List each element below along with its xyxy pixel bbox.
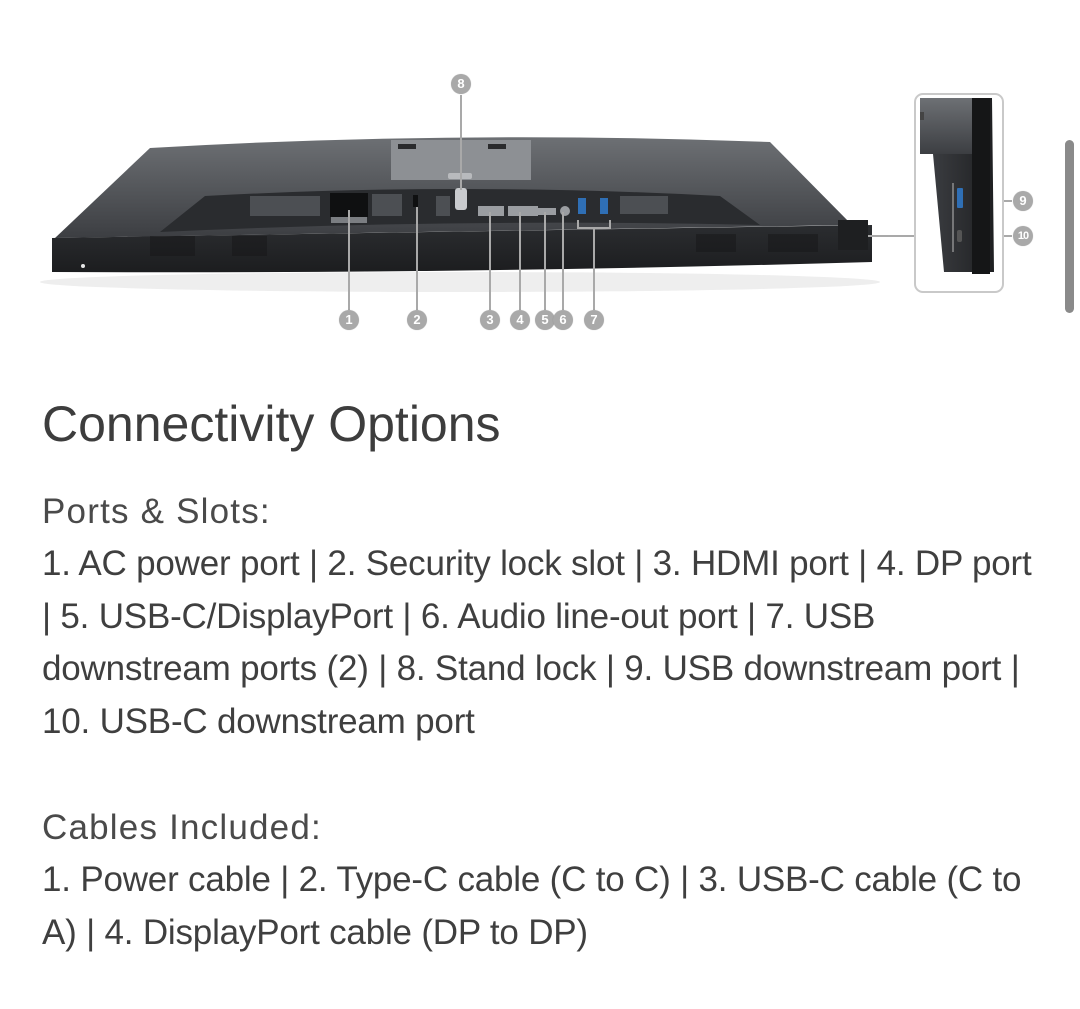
callout-badge-8: 8	[451, 74, 471, 94]
callout-badge-2: 2	[407, 310, 427, 330]
callout-badge-3: 3	[480, 310, 500, 330]
monitor-rear-illustration	[40, 93, 1012, 310]
page-title: Connectivity Options	[42, 396, 501, 452]
ports-slots-section: Ports & Slots: 1. AC power port | 2. Sec…	[42, 486, 1032, 748]
callout-badge-1: 1	[339, 310, 359, 330]
callout-badge-4: 4	[510, 310, 530, 330]
cables-included-list: 1. Power cable | 2. Type-C cable (C to C…	[42, 860, 1022, 952]
callout-badge-7: 7	[584, 310, 604, 330]
ports-slots-list: 1. AC power port | 2. Security lock slot…	[42, 544, 1032, 741]
vertical-scrollbar[interactable]	[1065, 140, 1074, 313]
cables-included-heading: Cables Included:	[42, 808, 322, 847]
callout-badge-6: 6	[553, 310, 573, 330]
callout-badge-10: 10	[1013, 226, 1033, 246]
cables-included-section: Cables Included: 1. Power cable | 2. Typ…	[42, 802, 1032, 959]
callout-badge-5: 5	[535, 310, 555, 330]
ports-slots-heading: Ports & Slots:	[42, 492, 271, 531]
callout-badge-9: 9	[1013, 191, 1033, 211]
connectivity-content: Connectivity Options Ports & Slots: 1. A…	[42, 392, 1042, 952]
monitor-ports-figure: 8 1 2 3 4 5 6 7 9 10	[0, 0, 1080, 350]
